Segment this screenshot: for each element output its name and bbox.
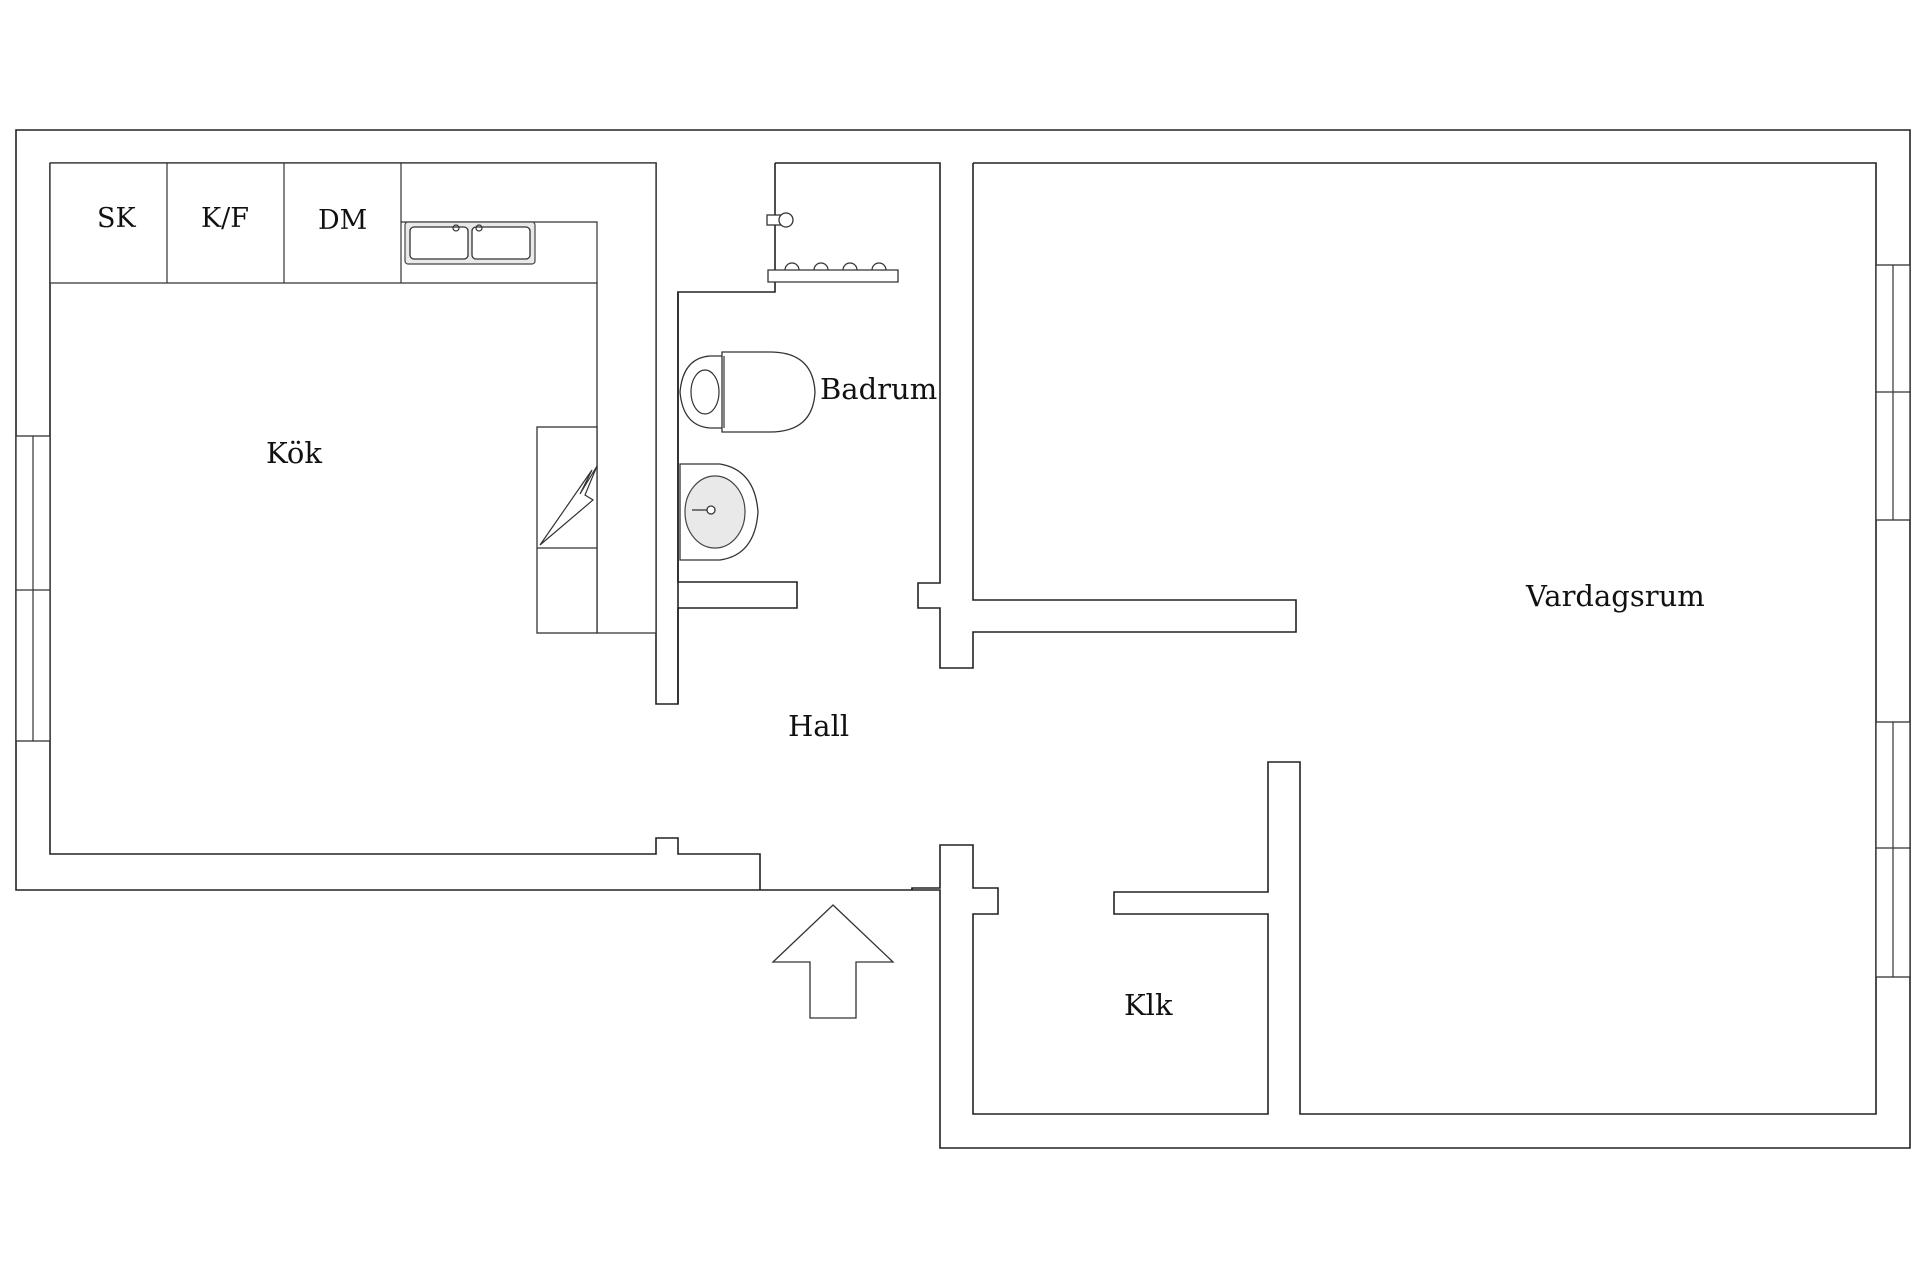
towel-rail-icon — [767, 262, 899, 283]
room-label-vardagsrum: Vardagsrum — [1525, 579, 1705, 613]
living-wall — [911, 162, 1877, 1115]
window-kitchen — [15, 435, 51, 742]
room-label-badrum: Badrum — [820, 372, 937, 406]
toilet-icon — [679, 351, 816, 433]
entrance-wall — [759, 888, 913, 890]
room-label-klk: Klk — [1124, 988, 1173, 1022]
room-label-hall: Hall — [788, 709, 849, 743]
washbasin-icon — [679, 463, 759, 561]
sink-icon — [404, 221, 536, 265]
appliance-label-dm: DM — [318, 205, 367, 236]
tap-icon — [766, 212, 794, 228]
outer-wall-outline — [15, 129, 1911, 1149]
appliance-label-sk: SK — [97, 203, 136, 234]
stove-icon — [536, 426, 598, 634]
window-living-lower — [1875, 721, 1911, 978]
appliance-label-kf: K/F — [201, 203, 249, 234]
outer-walls — [15, 129, 1911, 1149]
room-label-kok: Kök — [266, 436, 322, 470]
bath-wall — [677, 162, 1297, 704]
window-living-upper — [1875, 264, 1911, 521]
entrance-arrow-icon — [771, 904, 895, 1019]
windows — [15, 264, 1911, 978]
